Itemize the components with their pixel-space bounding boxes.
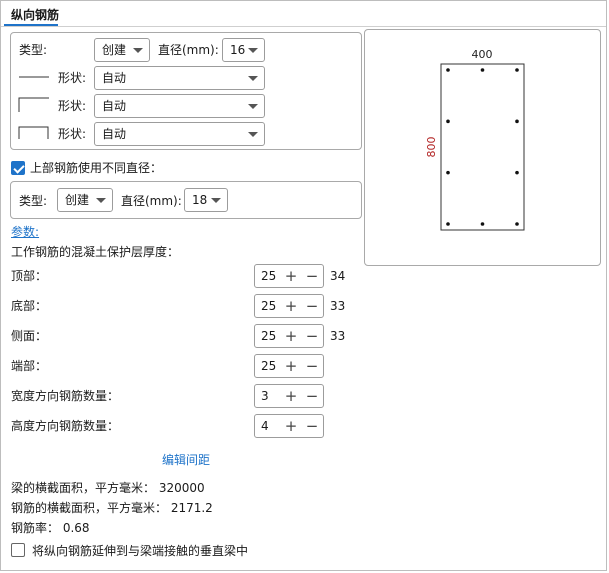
shape-value-1: 自动 (102, 71, 127, 85)
shape-label-3: 形状: (58, 127, 87, 141)
beam-section-outline (440, 63, 525, 231)
top-diameter-dropdown[interactable]: 18 (184, 188, 228, 212)
cover-bottom-extra: 33 (330, 299, 346, 313)
rebar-dot (446, 222, 450, 226)
height-bar-count-stepper[interactable]: 4 + − (254, 414, 324, 438)
main-diameter-value: 16 (230, 43, 246, 57)
top-type-label: 类型: (19, 194, 48, 208)
main-diameter-dropdown[interactable]: 16 (222, 38, 265, 62)
cover-top-extra: 34 (330, 269, 346, 283)
extend-rebar-label: 将纵向钢筋延伸到与梁端接触的垂直梁中 (32, 544, 249, 558)
chevron-down-icon (248, 48, 258, 53)
width-bar-count-label: 宽度方向钢筋数量： (11, 389, 120, 403)
plus-icon[interactable]: + (284, 417, 298, 435)
rebar-dot (515, 119, 519, 124)
top-type-value: 创建 (65, 193, 90, 207)
shape-dropdown-3[interactable]: 自动 (94, 122, 265, 146)
cover-side-label: 侧面： (11, 329, 48, 343)
chevron-down-icon (96, 198, 106, 203)
minus-icon[interactable]: − (305, 297, 319, 315)
rebar-dot (515, 170, 519, 175)
edit-spacing-link[interactable]: 编辑间距 (162, 453, 211, 467)
shape-label-2: 形状: (58, 99, 87, 113)
one-hook-bar-icon (18, 97, 49, 112)
chevron-down-icon (248, 132, 258, 137)
rebar-dot (515, 68, 519, 72)
main-type-dropdown[interactable]: 创建 (94, 38, 150, 62)
plus-icon[interactable]: + (284, 357, 298, 375)
width-bar-count-value: 3 (261, 389, 269, 403)
cover-side-extra: 33 (330, 329, 346, 343)
tab-divider (1, 26, 606, 27)
rebar-dot (515, 222, 519, 226)
cover-top-stepper[interactable]: 25 + − (254, 264, 324, 288)
main-diameter-label: 直径(mm): (158, 43, 219, 57)
section-height-label: 800 (425, 137, 438, 158)
cover-bottom-value: 25 (261, 299, 277, 313)
plus-icon[interactable]: + (284, 327, 298, 345)
section-width-label: 400 (472, 48, 493, 61)
tab-longitudinal-rebar[interactable]: 纵向钢筋 (11, 8, 60, 22)
minus-icon[interactable]: − (305, 387, 319, 405)
cover-bottom-label: 底部： (11, 299, 48, 313)
shape-dropdown-1[interactable]: 自动 (94, 66, 265, 90)
plus-icon[interactable]: + (284, 297, 298, 315)
two-hook-bar-icon (18, 126, 49, 139)
chevron-down-icon (248, 104, 258, 109)
top-type-dropdown[interactable]: 创建 (57, 188, 113, 212)
width-bar-count-stepper[interactable]: 3 + − (254, 384, 324, 408)
top-diameter-label: 直径(mm): (121, 194, 182, 208)
rebar-dot (446, 170, 450, 175)
beam-area-text: 梁的横截面积，平方毫米： 320000 (11, 481, 205, 495)
chevron-down-icon (248, 76, 258, 81)
main-type-value: 创建 (102, 43, 127, 57)
cover-end-label: 端部： (11, 359, 48, 373)
shape-value-2: 自动 (102, 99, 127, 113)
rebar-dot (446, 119, 450, 124)
shape-value-3: 自动 (102, 127, 127, 141)
cover-bottom-stepper[interactable]: 25 + − (254, 294, 324, 318)
straight-bar-icon (19, 76, 49, 78)
parameters-link[interactable]: 参数: (11, 225, 40, 239)
rebar-dots (446, 68, 519, 226)
height-bar-count-value: 4 (261, 419, 269, 433)
plus-icon[interactable]: + (284, 267, 298, 285)
cover-top-label: 顶部： (11, 269, 48, 283)
chevron-down-icon (211, 198, 221, 203)
top-diameter-value: 18 (192, 193, 208, 207)
chevron-down-icon (133, 48, 143, 53)
cover-heading: 工作钢筋的混凝土保护层厚度： (11, 245, 180, 259)
cover-end-stepper[interactable]: 25 + − (254, 354, 324, 378)
cover-side-value: 25 (261, 329, 277, 343)
rebar-dot (446, 68, 450, 72)
shape-dropdown-2[interactable]: 自动 (94, 94, 265, 118)
minus-icon[interactable]: − (305, 357, 319, 375)
cover-side-stepper[interactable]: 25 + − (254, 324, 324, 348)
cover-end-value: 25 (261, 359, 277, 373)
shape-label-1: 形状: (58, 71, 87, 85)
minus-icon[interactable]: − (305, 267, 319, 285)
minus-icon[interactable]: − (305, 417, 319, 435)
top-bar-different-diameter-checkbox[interactable] (11, 161, 25, 175)
minus-icon[interactable]: − (305, 327, 319, 345)
section-preview-drawing: 400 800 (425, 48, 525, 231)
rebar-dot (480, 222, 485, 226)
extend-rebar-checkbox[interactable] (11, 543, 25, 557)
cover-top-value: 25 (261, 269, 277, 283)
height-bar-count-label: 高度方向钢筋数量： (11, 419, 120, 433)
plus-icon[interactable]: + (284, 387, 298, 405)
tab-active-indicator (4, 24, 58, 26)
rebar-area-text: 钢筋的横截面积，平方毫米： 2171.2 (11, 501, 213, 515)
main-type-label: 类型: (19, 43, 48, 57)
rebar-dot (480, 68, 485, 72)
rebar-ratio-text: 钢筋率： 0.68 (11, 521, 90, 535)
top-bar-checkbox-label: 上部钢筋使用不同直径： (30, 161, 163, 175)
